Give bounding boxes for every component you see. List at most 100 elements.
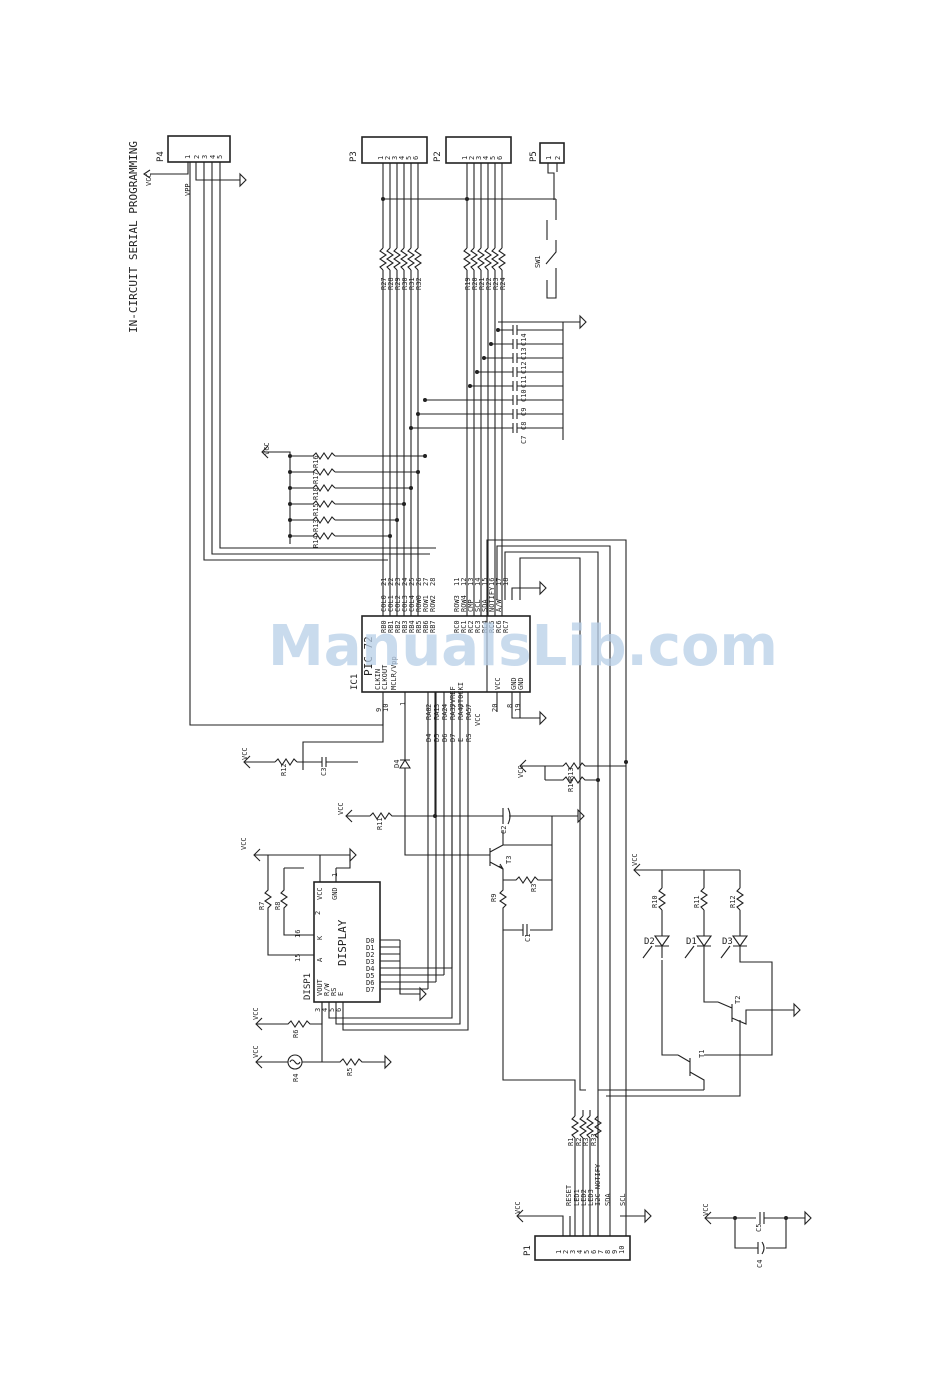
p3-pin2: 2 xyxy=(384,156,392,160)
pullup-resistor xyxy=(312,484,336,492)
led-resistor-label: R11 xyxy=(693,895,701,908)
bus-resistor xyxy=(414,247,422,271)
sw1-label: SW1 xyxy=(534,255,542,268)
ic1-ra-num: 6 xyxy=(457,704,465,708)
p3-name: P3 xyxy=(349,151,359,162)
ic1-rc-num: 17 xyxy=(495,578,503,586)
p1-pin-number: 8 xyxy=(604,1250,612,1254)
ic1-ra-net: RS xyxy=(465,734,473,742)
r9-label: R9 xyxy=(490,894,498,902)
resistor-label: R20 xyxy=(471,277,479,290)
p1-pin-number: 7 xyxy=(597,1250,605,1254)
disp-gnd: GND xyxy=(331,887,339,900)
p1-signal-label: LED2 xyxy=(580,1189,588,1206)
junction xyxy=(288,470,292,474)
led-resistor-label: R10 xyxy=(651,895,659,908)
ic1-rb-net: COL4 xyxy=(408,595,416,612)
ic1-rb-num: 22 xyxy=(387,578,395,586)
p1-name: P1 xyxy=(523,1245,533,1256)
junction xyxy=(468,384,472,388)
junction xyxy=(409,486,413,490)
ic1-ra-net: E xyxy=(457,738,465,742)
p4-pin3: 3 xyxy=(201,155,209,159)
r13-vcc-label: VCC xyxy=(517,765,525,778)
bus-resistor xyxy=(463,247,471,271)
ic1-rb-label: RB3 xyxy=(401,620,409,633)
p1-pin-number: 3 xyxy=(569,1250,577,1254)
resistor-r11: R11 xyxy=(369,812,503,830)
p1-signal-label: LED1 xyxy=(573,1189,581,1206)
ic1-vcc: VCC xyxy=(494,677,502,690)
title: IN-CIRCUIT SERIAL PROGRAMMING xyxy=(127,141,140,333)
resistor-label: R19 xyxy=(464,277,472,290)
capacitor xyxy=(491,339,563,349)
ic1-rb-num: 21 xyxy=(380,578,388,586)
resistor-r12: R12 xyxy=(274,758,298,776)
pullup-vcc-label: VCC xyxy=(263,442,271,455)
pullup-label: R14 xyxy=(312,535,320,548)
ic1-rb-label: RB5 xyxy=(415,620,423,633)
p5-name: P5 xyxy=(529,151,539,162)
junction xyxy=(395,518,399,522)
r7-label: R7 xyxy=(258,902,266,910)
ic1-ra-num: 5 xyxy=(449,704,457,708)
r12-label: R12 xyxy=(280,763,288,776)
ic1-ra-net: D4 xyxy=(425,734,433,742)
junction xyxy=(423,454,427,458)
ic1-rc-net: ROW3 xyxy=(453,595,461,612)
ic1-pin-mclr: MCLR/Vpp xyxy=(390,656,398,690)
led-diode xyxy=(731,910,749,958)
capacitor xyxy=(425,395,563,405)
r6-label: R6 xyxy=(292,1030,300,1038)
c1-label: C1 xyxy=(524,934,532,942)
led-resistor xyxy=(658,887,666,911)
disp-data-label: D6 xyxy=(366,979,374,987)
r11-label: R11 xyxy=(376,817,384,830)
ic1-ra-num: 4 xyxy=(441,704,449,708)
ic1-rc-num: 13 xyxy=(467,578,475,586)
ic1-ra-label: RA1 xyxy=(433,707,441,720)
ic1-ra-net: D5 xyxy=(433,734,441,742)
ic1-rb-num: 24 xyxy=(401,578,409,586)
ic1-ra-num: 3 xyxy=(433,704,441,708)
ic1-rb-label: RB4 xyxy=(408,620,416,633)
p1-series-resistor xyxy=(594,1115,602,1139)
p2-name: P2 xyxy=(433,151,443,162)
ic1-rb-num: 25 xyxy=(408,578,416,586)
ic1-n8: 8 xyxy=(506,704,514,708)
ic1-ra-label: RA2 xyxy=(441,707,449,720)
ic1-rb-num: 23 xyxy=(394,578,402,586)
r8-label: R8 xyxy=(274,902,282,910)
ic-vcc-label: VCC xyxy=(474,713,482,726)
p1-signal-label: SCL xyxy=(619,1193,627,1206)
junction xyxy=(288,518,292,522)
display-name: DISP1 xyxy=(303,973,313,1000)
resistor-label: R32 xyxy=(415,277,423,290)
ic1-rb-label: RB0 xyxy=(380,620,388,633)
ic1-rb-net: ROW1 xyxy=(422,595,430,612)
p1-pin-number: 1 xyxy=(555,1250,563,1254)
ic1-rc-label: RC3 xyxy=(474,620,482,633)
bus-resistor xyxy=(407,247,415,271)
disp-data-label: D5 xyxy=(366,972,374,980)
ic1-microcontroller: IC1 PIC 72 CLKIN CLKOUT MCLR/Vpp VCC GND… xyxy=(350,615,531,712)
t2-label: T2 xyxy=(734,996,742,1004)
connector-p4: P4 1 2 3 4 5 VPP xyxy=(156,135,231,196)
ic1-rc-label: RC5 xyxy=(488,620,496,633)
p1-pin-number: 9 xyxy=(611,1250,619,1254)
switch-sw1: SW1 xyxy=(534,199,557,299)
bus-resistor xyxy=(498,247,506,271)
bus-resistor xyxy=(386,247,394,271)
p1-signal-label: LED3 xyxy=(587,1189,595,1206)
pullup-label: R16 xyxy=(312,455,320,468)
p4-vcc-label: VCC xyxy=(145,173,153,186)
connector-p2: P2 1 2 3 4 5 6 xyxy=(433,136,512,164)
transistor-t1: T1 xyxy=(661,960,706,1090)
capacitor xyxy=(484,353,563,363)
p1-series-resistor xyxy=(571,1115,579,1139)
p1-signal-label: I2C NOTIFY xyxy=(594,1163,602,1206)
